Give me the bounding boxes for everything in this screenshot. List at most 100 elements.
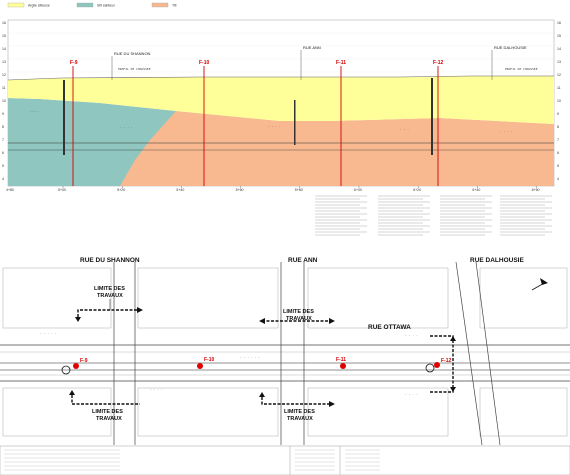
arrow-right-icon [329, 401, 335, 407]
elevation-label: 11 [557, 86, 561, 90]
elevation-label: 6 [2, 151, 4, 155]
plan-annotations: - - - - - - - - - - - - - - - - - - - - … [40, 331, 418, 396]
svg-text:PROFIL DE CHAUSSEE: PROFIL DE CHAUSSEE [505, 67, 538, 71]
svg-text:- - - - -: - - - - - [40, 331, 56, 335]
svg-text:- - - -: - - - - [405, 392, 418, 396]
profile-street-dalhousie: RUE DALHOUSIE [494, 45, 527, 50]
elevation-label: 4 [557, 177, 559, 181]
elevation-label: 10 [557, 99, 561, 103]
chainage-label: 6+60 [532, 188, 540, 192]
profile-street-ann: RUE ANN [303, 45, 321, 50]
chainage-label: 6+20 [413, 188, 421, 192]
profile-street-shannon: RUE DU SHANNON [114, 51, 151, 56]
plan-borehole-f9: F-9 [80, 358, 88, 364]
elevation-label: 14 [2, 47, 6, 51]
work-limit-label-1a: LIMITE DES [94, 286, 125, 292]
legend-swatch-argile [7, 2, 25, 8]
elevation-label: 14 [557, 47, 561, 51]
svg-text:- - - - - -: - - - - - - [240, 355, 260, 359]
legend-label-silt: Silt sableux [97, 4, 115, 8]
borehole-label-f12: F-12 [433, 60, 444, 66]
chainage-label: 5+20 [117, 188, 125, 192]
elevation-label: 8 [2, 125, 4, 129]
plan-street-ann: RUE ANN [288, 257, 318, 264]
legend-label-argile: Argile silteuse [28, 4, 50, 8]
borehole-label-f10: F-10 [199, 60, 210, 66]
chainage-label: 5+60 [236, 188, 244, 192]
plan-borehole-f10: F-10 [204, 357, 215, 363]
layer-argile-silteuse [8, 76, 554, 124]
legend-swatch-till [151, 2, 169, 8]
manhole-3 [431, 78, 433, 155]
chainage-label: 5+40 [176, 188, 184, 192]
elevation-label: 16 [557, 21, 561, 25]
svg-text:- - - -: - - - - [268, 124, 281, 128]
plan-street-dalhousie: RUE DALHOUSIE [470, 257, 524, 264]
elevation-label: 7 [2, 138, 4, 142]
work-limit-label-4b: TRAVAUX [287, 416, 313, 422]
rue-ottawa-road [0, 344, 570, 382]
work-limit-label-2b: TRAVAUX [96, 416, 122, 422]
arrow-up-icon [259, 392, 265, 397]
elevation-label: 15 [557, 34, 561, 38]
elevation-label: 9 [557, 112, 559, 116]
layer-silt-sableux [8, 98, 176, 186]
elevation-label: 5 [557, 164, 559, 168]
svg-text:- - - -: - - - - [150, 387, 163, 391]
elevation-label: 7 [557, 138, 559, 142]
plan-boreholes: F-9 F-10 F-11 F-12 [61, 357, 452, 375]
elevation-label: 10 [2, 99, 6, 103]
ground-surface-line [7, 75, 554, 81]
manhole-2 [294, 100, 296, 145]
arrow-up-icon [450, 336, 456, 341]
cross-streets [113, 261, 501, 446]
elevation-label: 6 [557, 151, 559, 155]
manhole-1 [63, 80, 65, 155]
title-block [0, 445, 570, 475]
borehole-marker-f9 [73, 363, 79, 369]
elevation-label: 4 [2, 177, 4, 181]
elevation-label: 15 [2, 34, 6, 38]
plan-borehole-f12: F-12 [441, 358, 452, 364]
legend-label-till: Till [172, 4, 177, 8]
chainage-label: 6+00 [354, 188, 362, 192]
profile-boreholes: F-9 F-10 F-11 F-12 [70, 60, 444, 186]
chainage-label: 5+00 [58, 188, 66, 192]
north-arrow-icon [531, 278, 548, 291]
work-limit-label-3a: LIMITE DES [283, 309, 314, 315]
work-limit-label-1b: TRAVAUX [97, 293, 123, 299]
work-limits: LIMITE DES TRAVAUX LIMITE DES TRAVAUX LI… [69, 286, 456, 422]
svg-text:- - - -: - - - - [500, 129, 513, 133]
arrow-right-icon [137, 307, 143, 313]
legend-swatch-silt [76, 2, 94, 8]
notes-area [315, 195, 552, 236]
arrow-down-icon [450, 387, 456, 392]
legend: Argile silteuse Silt sableux Till [7, 2, 177, 8]
elevation-label: 8 [557, 125, 559, 129]
svg-text:- - - -: - - - - [405, 333, 418, 337]
borehole-marker-f12 [434, 362, 440, 368]
plan-street-ottawa: RUE OTTAWA [368, 324, 411, 331]
elevation-label: 12 [2, 73, 6, 77]
chainage-label: 6+40 [472, 188, 480, 192]
svg-text:-----: ----- [30, 109, 39, 113]
svg-text:PROFIL DE CHAUSSEE: PROFIL DE CHAUSSEE [118, 67, 151, 71]
work-limit-line-5 [430, 335, 454, 393]
profile-annotations: PROFIL DE CHAUSSEE PROFIL DE CHAUSSEE --… [30, 67, 538, 133]
plan-view: RUE DU SHANNON RUE ANN RUE DALHOUSIE RUE… [0, 257, 570, 446]
svg-text:- - - -: - - - - [120, 125, 133, 129]
work-limit-line-2 [71, 395, 140, 405]
elevation-label: 13 [557, 60, 561, 64]
arrow-down-icon [75, 317, 81, 322]
borehole-marker-f11 [340, 363, 346, 369]
arrow-right-icon [329, 318, 335, 324]
arrow-up-icon [69, 390, 75, 395]
manhole-symbol [425, 363, 435, 373]
work-limit-line-1 [77, 309, 140, 317]
elevation-label: 16 [2, 21, 6, 25]
plan-borehole-f11: F-11 [336, 357, 346, 363]
